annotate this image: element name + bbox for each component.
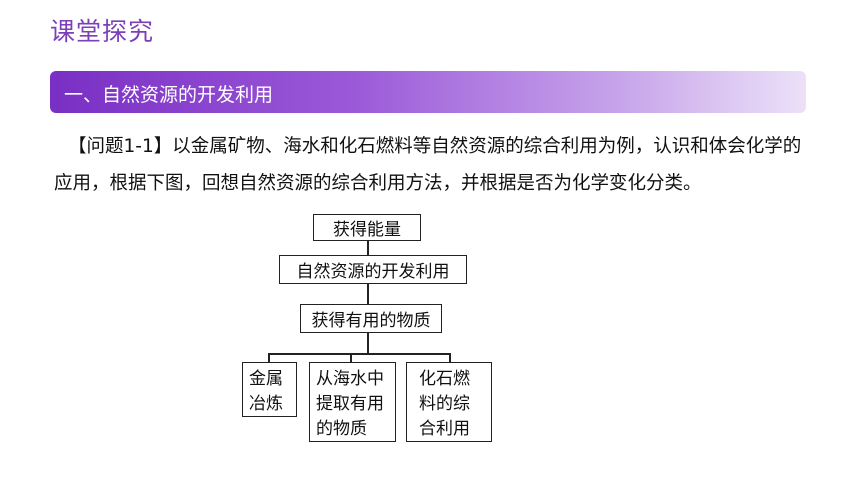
connector-top-center: [367, 240, 369, 255]
leaf-line: 从海水中: [316, 369, 384, 389]
leaf-line: 料的综: [419, 394, 470, 414]
leaf-line: 金属: [249, 369, 283, 389]
section-title: 一、自然资源的开发利用: [64, 84, 274, 106]
diagram-node-center: 自然资源的开发利用: [279, 255, 467, 284]
diagram-node-center-label: 自然资源的开发利用: [296, 262, 450, 282]
diagram-leaf-seawater: 从海水中 提取有用 的物质: [309, 362, 396, 442]
connector-leaf-right: [449, 353, 451, 362]
leaf-line: 冶炼: [249, 394, 283, 414]
connector-middle-down: [367, 332, 369, 354]
diagram-node-energy-label: 获得能量: [333, 220, 401, 240]
page-title: 课堂探究: [50, 17, 155, 46]
connector-leaf-left: [268, 353, 270, 362]
connector-center-middle: [367, 283, 369, 304]
diagram-leaf-fossil-fuel: 化石燃 料的综 合利用: [406, 362, 492, 442]
diagram-leaf-metal-smelting: 金属 冶炼: [242, 362, 297, 417]
diagram-node-useful-substances-label: 获得有用的物质: [311, 311, 431, 331]
connector-leaf-middle: [350, 353, 352, 362]
leaf-line: 提取有用: [316, 394, 384, 414]
leaf-line: 的物质: [316, 419, 367, 439]
diagram-node-energy: 获得能量: [313, 214, 421, 241]
section-header-bar: 一、自然资源的开发利用: [50, 71, 806, 113]
connector-horizontal: [268, 353, 450, 355]
leaf-line: 合利用: [419, 419, 470, 439]
diagram-node-useful-substances: 获得有用的物质: [300, 304, 442, 333]
leaf-line: 化石燃: [419, 369, 470, 389]
question-paragraph: 【问题1-1】以金属矿物、海水和化石燃料等自然资源的综合利用为例，认识和体会化学…: [54, 136, 802, 194]
